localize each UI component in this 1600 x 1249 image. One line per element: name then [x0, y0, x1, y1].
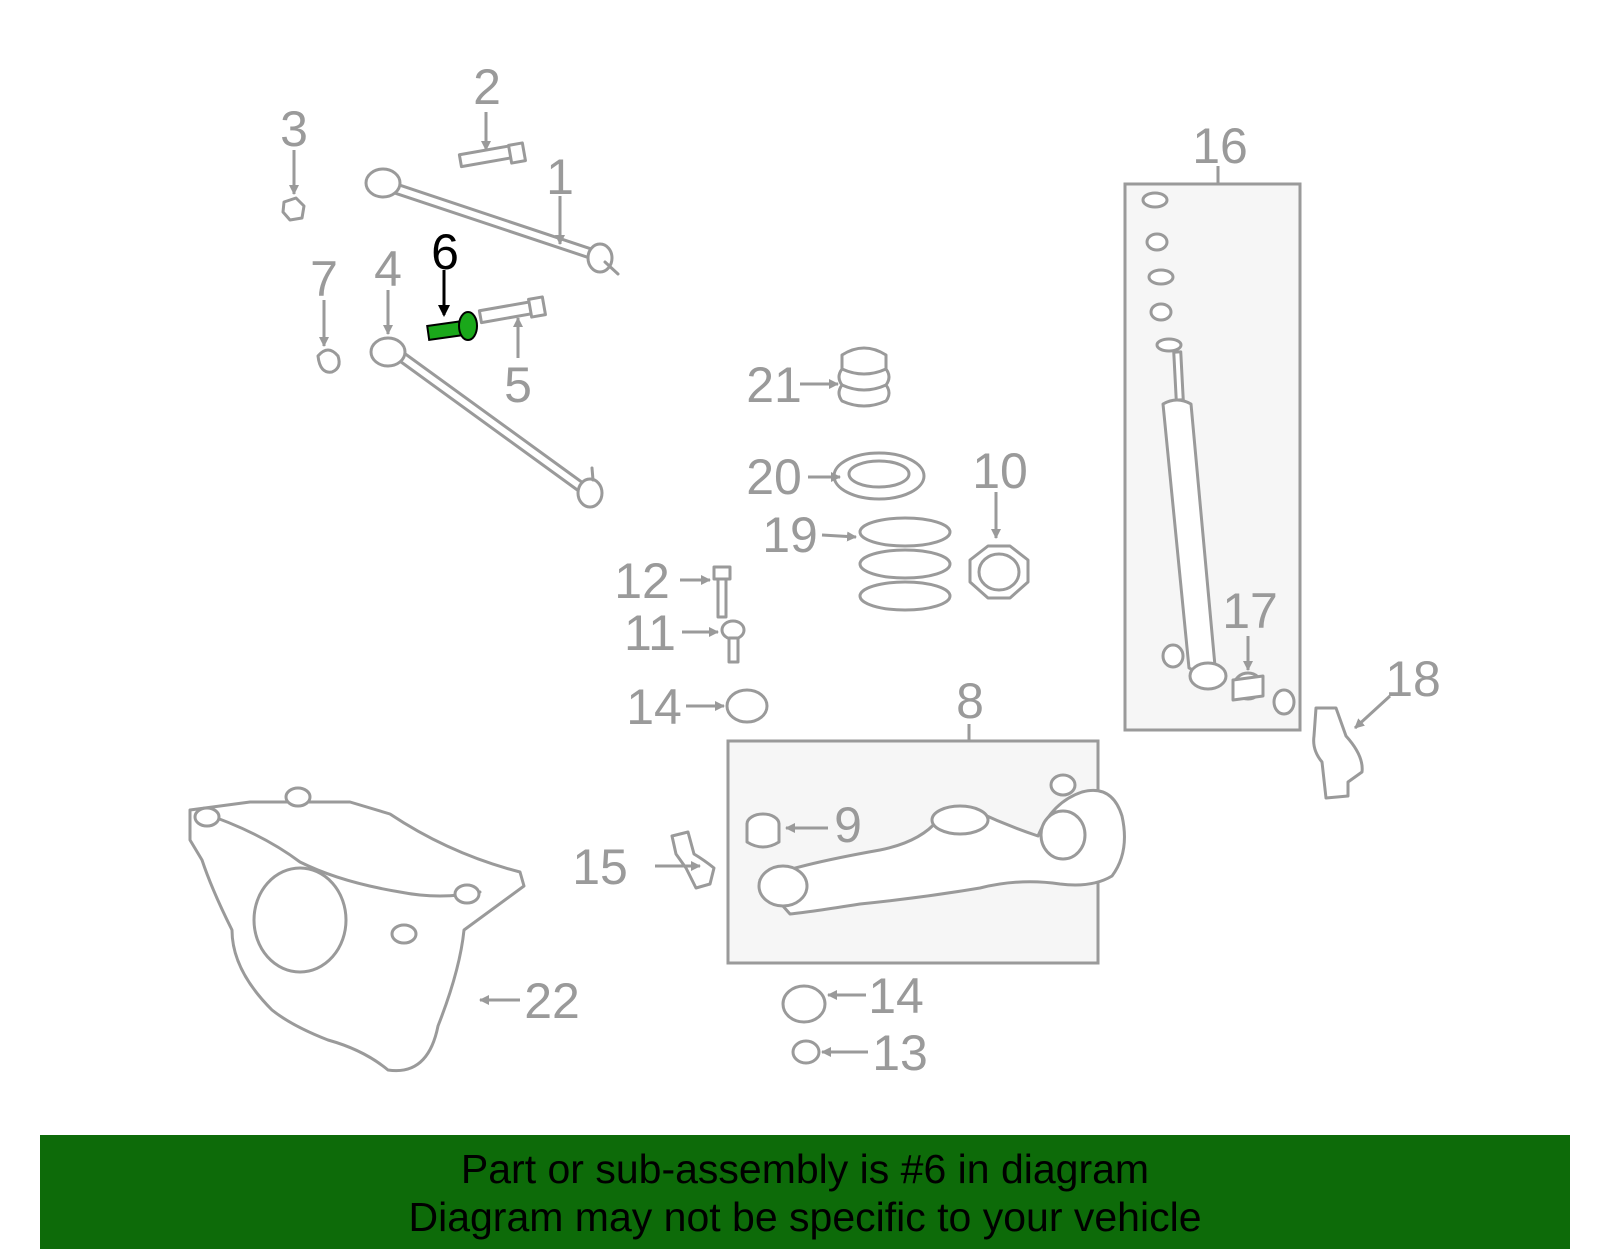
callout-10: 10 [972, 443, 1028, 499]
callout-9: 9 [834, 797, 862, 853]
banner-line-1: Part or sub-assembly is #6 in diagram [460, 1146, 1150, 1192]
callout-5: 5 [504, 357, 532, 413]
o-ring-13 [791, 1039, 821, 1065]
callout-22: 22 [524, 973, 580, 1029]
bolt-2 [457, 141, 527, 169]
callout-3: 3 [280, 101, 308, 157]
callout-14-lower: 14 [868, 968, 924, 1024]
callout-19: 19 [762, 507, 818, 563]
shock-absorber-16 [1141, 191, 1296, 716]
callout-16: 16 [1192, 118, 1248, 174]
callout-18: 18 [1385, 651, 1441, 707]
nut-7 [316, 348, 341, 374]
banner-line-2: Diagram may not be specific to your vehi… [408, 1194, 1202, 1240]
callout-1: 1 [546, 149, 574, 205]
o-ring-14-upper [725, 688, 769, 724]
bracket-15 [670, 830, 716, 890]
callout-2: 2 [473, 59, 501, 115]
crossmember-22 [188, 786, 526, 1073]
bolt-5 [477, 295, 547, 325]
bushing-17 [1231, 671, 1265, 702]
callout-14-upper: 14 [626, 679, 682, 735]
callout-4: 4 [374, 241, 402, 297]
callout-8: 8 [956, 673, 984, 729]
bracket-18 [1312, 706, 1364, 800]
upper-control-arm [364, 167, 620, 276]
cam-bolt-6-highlighted [426, 311, 478, 341]
o-ring-14-lower [781, 984, 827, 1024]
callout-7: 7 [310, 251, 338, 307]
lower-control-arm [369, 336, 604, 509]
coil-spring-19 [858, 516, 952, 612]
trailing-arm-8 [757, 773, 1126, 916]
bolt-11 [720, 619, 746, 664]
spring-seat-20 [832, 451, 926, 501]
callout-21: 21 [746, 357, 802, 413]
info-banner: Part or sub-assembly is #6 in diagram Di… [40, 1135, 1570, 1249]
bump-stop-21 [837, 346, 891, 408]
callout-11: 11 [624, 605, 676, 661]
callout-13: 13 [872, 1025, 928, 1081]
bolt-12 [712, 565, 732, 619]
nut-3 [281, 196, 306, 222]
callout-12: 12 [614, 553, 670, 609]
bushing-9 [745, 812, 781, 849]
callout-17: 17 [1222, 583, 1278, 639]
callout-15: 15 [572, 839, 628, 895]
dust-cover-10 [968, 544, 1030, 600]
callout-20: 20 [746, 449, 802, 505]
callout-6: 6 [431, 224, 459, 280]
